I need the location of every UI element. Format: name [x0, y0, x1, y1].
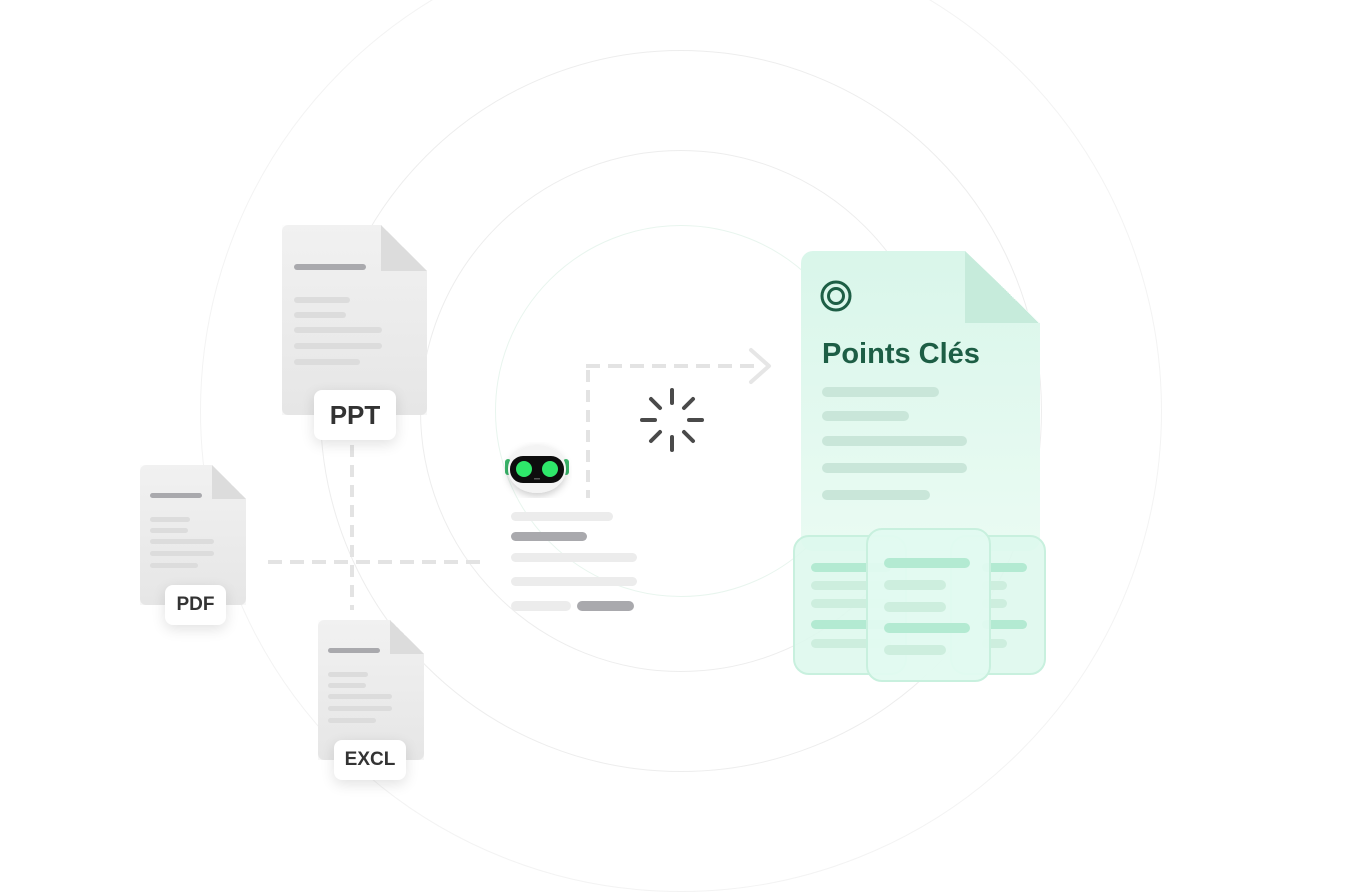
- ppt-label: PPT: [314, 390, 396, 440]
- excel-document: [318, 620, 424, 760]
- pdf-label: PDF: [165, 585, 226, 625]
- robot-icon: [505, 445, 569, 493]
- flow-connector-horizontal: [586, 364, 761, 368]
- loading-spinner-icon: [640, 388, 704, 452]
- result-title: Points Clés: [822, 338, 980, 370]
- connector-horizontal: [268, 560, 486, 564]
- pdf-document: [140, 465, 246, 605]
- target-icon: [820, 280, 852, 312]
- connector-vertical: [350, 445, 354, 610]
- summary-card-center: [866, 528, 991, 682]
- excl-label: EXCL: [334, 740, 406, 780]
- arrow-right-icon: [749, 348, 771, 384]
- flow-connector-vertical: [586, 370, 590, 498]
- ppt-document: [282, 225, 427, 415]
